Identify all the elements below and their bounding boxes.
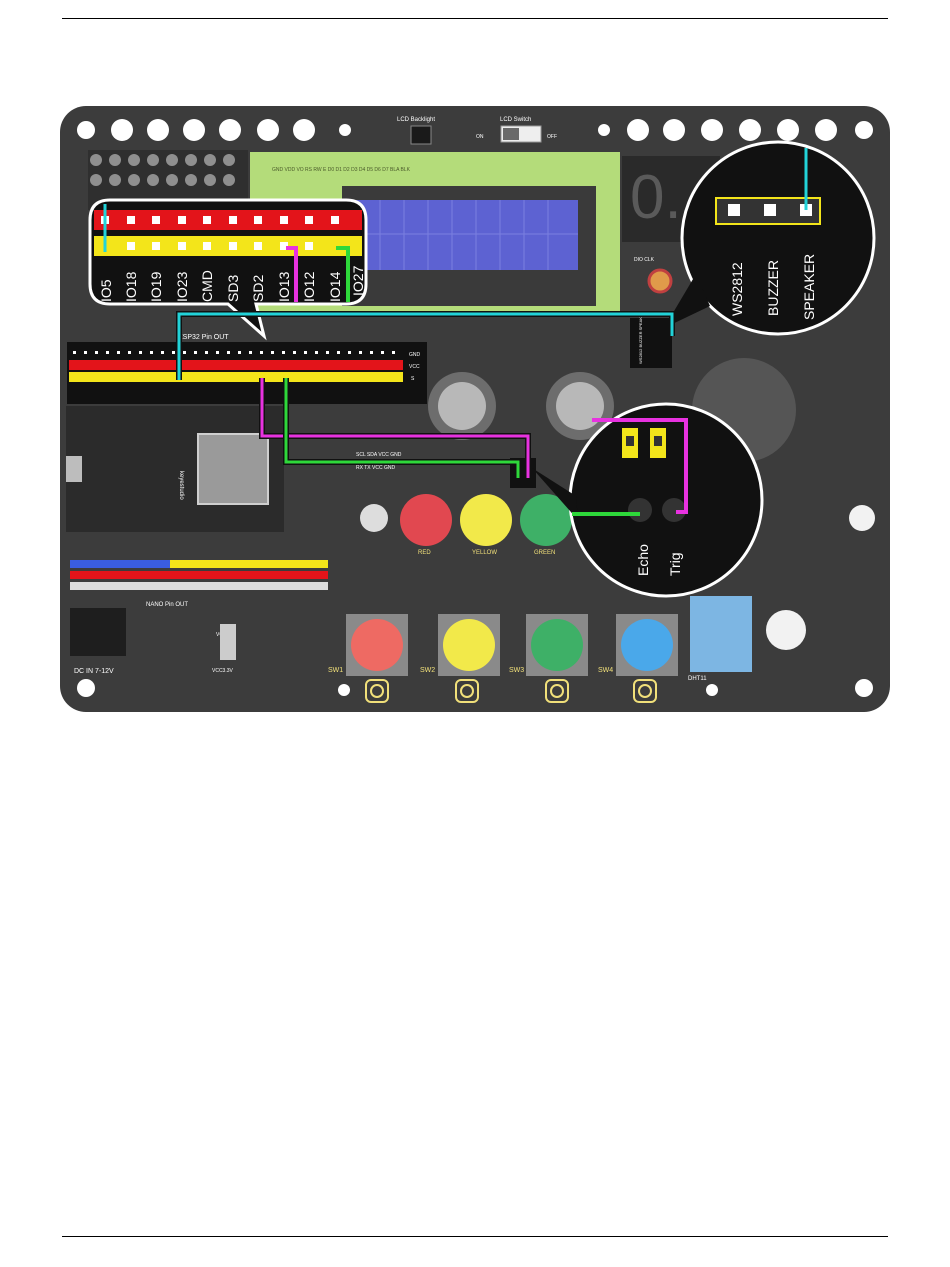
rx-tx-label: RX TX VCC GND [356,465,395,471]
pin-label-io13: IO13 [276,271,292,302]
button-sw2[interactable] [438,614,500,676]
pin-label-sd2: SD2 [250,275,266,302]
speaker-callout-pointer [664,274,710,328]
lcd-header-label: GND VDD VO RS RW E D0 D1 D2 D3 D4 D5 D6 … [272,167,411,173]
dot-matrix-dots [90,154,235,186]
esp32-s-label: S [411,376,415,382]
speaker-callout-bubble [680,140,876,336]
button-sw3[interactable] [526,614,588,676]
speaker-header-labels: WS2812 BUZZER SPEAKER [729,254,817,320]
button-sw4[interactable] [616,614,678,676]
callout-pin-labels: IO5 IO18 IO19 IO23 CMD SD3 SD2 IO13 IO12… [98,265,366,302]
wire-green [284,378,520,478]
esp32-header-yellow-row [69,372,403,382]
buzzer-label: BUZZER [765,260,781,316]
wire-magenta [260,378,530,478]
power-switch[interactable] [220,624,236,660]
dht11-label: DHT11 [688,676,707,682]
pin-label-io5: IO5 [98,279,114,302]
dc-jack [70,608,126,656]
speaker-small-header [630,318,672,368]
lcd-screen [356,200,578,270]
pin-label-io14: IO14 [327,271,343,302]
seven-segment-digit: 0. [630,163,682,232]
led-yellow-label: YELLOW [472,550,497,556]
wire-magenta-trig [592,418,688,514]
power-icons [365,679,657,703]
pin-label-io12: IO12 [301,271,317,302]
lcd-backlight-button[interactable] [410,125,432,145]
callout-pins-yellow [127,242,313,250]
lcd-char-grid [356,200,578,270]
rgb-led [647,268,673,294]
speaker-small-header-label: WS2812 BUZZER SPEAKER [638,311,643,364]
top-holes [77,119,873,141]
sw2-label: SW2 [420,667,435,674]
keyestudio-label: keyestudio [178,471,184,500]
ultrasonic-callout-pointer [532,468,578,520]
pin-label-io27: IO27 [350,265,366,296]
dc-in-label: DC IN 7-12V [74,668,114,675]
vcc33v-label: VCC3.3V [212,668,234,674]
esp32-gnd-label: GND [409,352,421,358]
lcd-switch-label: LCD Switch [500,117,531,123]
usb-port [66,456,82,482]
nano-pinout-label: NANO Pin OUT [146,602,188,608]
esp32-pinout-label: ESP32 Pin OUT [178,334,229,341]
button-sw1[interactable] [346,614,408,676]
trig-pin [662,498,686,522]
led-red [400,494,452,546]
nano-header-blue [70,560,170,568]
led-yellow [460,494,512,546]
scl-sda-label: SCL SDA VCC GND [356,452,402,458]
wire-green-callout [336,246,350,302]
nano-header-yellow [170,560,328,568]
wire-cyan-signal [177,312,674,380]
dio-clk-label: DIO CLK [634,257,655,263]
footer-rule [62,1236,888,1237]
trig-label: Trig [667,552,683,576]
esp32-header-pins [73,351,395,354]
lcd-switch-knob [503,128,519,140]
dht11-sensor [690,596,752,672]
pin-label-io23: IO23 [174,271,190,302]
lcd-switch-on-label: ON [476,134,484,140]
pin-label-cmd: CMD [199,270,215,302]
pir-dome [766,610,806,650]
pin-label-sd3: SD3 [225,275,241,302]
bottom-holes [77,679,873,697]
sw1-label: SW1 [328,667,343,674]
pin-label-io18: IO18 [123,271,139,302]
esp32-header-red-row [69,360,403,370]
callout-red-row [94,210,362,230]
pin-label-io19: IO19 [148,271,164,302]
ws2812-label: WS2812 [729,262,745,316]
nano-header-red [70,571,328,579]
led-green [520,494,572,546]
speaker-header-pins [728,204,812,216]
lcd-switch-off-label: OFF [547,134,557,140]
header-rule [62,18,888,19]
esp32-module [197,433,269,505]
esp32-vcc-label: VCC [409,364,420,370]
echo-pin [628,498,652,522]
sw3-label: SW3 [509,667,524,674]
led-green-label: GREEN [534,550,555,556]
sw4-label: SW4 [598,667,613,674]
wire-magenta-callout [286,246,298,302]
led-mount-left [360,504,388,532]
esp32-board-wiring-diagram: LCD Backlight LCD Switch ON OFF GND VDD … [60,106,890,712]
photoresistor [849,505,875,531]
speaker-label: SPEAKER [801,254,817,320]
echo-label: Echo [635,544,651,576]
lcd-backlight-label: LCD Backlight [397,117,435,123]
nano-header-white [70,582,328,590]
led-red-label: RED [418,550,431,556]
